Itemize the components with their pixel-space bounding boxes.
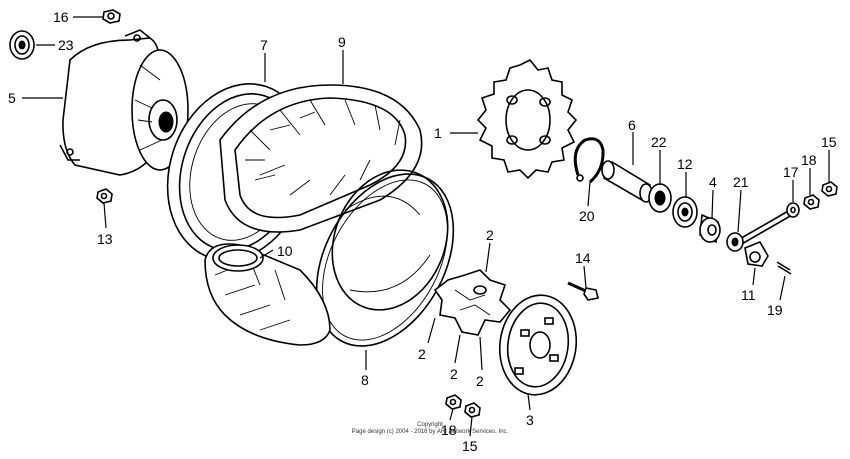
- callout-1: 1: [434, 125, 442, 141]
- seal-part: [672, 196, 698, 228]
- callout-18b: 18: [441, 422, 457, 438]
- callout-20: 20: [579, 208, 595, 224]
- tire-lower-part: [204, 243, 331, 346]
- drum-part: [498, 294, 578, 396]
- callout-2c: 2: [450, 366, 458, 382]
- callout-11: 11: [741, 287, 756, 303]
- sprocket-part: [476, 58, 578, 180]
- bottom-nuts-part: [445, 394, 481, 418]
- callout-12: 12: [677, 156, 693, 172]
- callout-23: 23: [58, 37, 74, 53]
- callout-9: 9: [338, 34, 346, 50]
- tire-part: [219, 84, 423, 233]
- bearing-part: [9, 30, 35, 60]
- cotter-pin-part: [776, 261, 792, 275]
- callout-6: 6: [628, 117, 636, 133]
- callout-4: 4: [709, 174, 717, 190]
- callout-2a: 2: [486, 227, 494, 243]
- callout-2b: 2: [418, 346, 426, 362]
- callout-5: 5: [8, 90, 16, 106]
- callout-16: 16: [53, 9, 69, 25]
- collar-part: [601, 160, 653, 203]
- bearing-22-part: [648, 183, 672, 213]
- nut-18-part: [803, 194, 820, 210]
- small-nut-part: [96, 188, 113, 204]
- hub-part: [59, 29, 189, 176]
- rim-inner-part: [331, 169, 449, 311]
- copyright-line-1: Copyright: [417, 422, 443, 428]
- callout-22: 22: [651, 134, 667, 150]
- callout-8: 8: [361, 372, 369, 388]
- copyright-line-2: Page design (c) 2004 - 2016 by ARI Netwo…: [351, 429, 509, 435]
- nut-part: [102, 9, 121, 24]
- leader-lines: [22, 16, 830, 437]
- callout-17: 17: [783, 164, 799, 180]
- callout-14: 14: [575, 250, 591, 266]
- callout-3: 3: [526, 412, 534, 428]
- callout-19: 19: [767, 302, 783, 318]
- callout-2d: 2: [476, 373, 484, 389]
- axle-part: [726, 209, 793, 252]
- copyright-notice: Copyright Page design (c) 2004 - 2016 by…: [330, 422, 530, 436]
- circlip-part: [573, 137, 605, 184]
- nut-15-part: [821, 181, 838, 197]
- axle-nut-part: [744, 240, 769, 267]
- callout-7: 7: [260, 37, 268, 53]
- callout-18a: 18: [801, 152, 817, 168]
- bolt-part: [567, 281, 599, 301]
- callout-labels: 1 2 2 2 2 3 4 5 6 7 8 9 10 11 12 13 14 1…: [8, 9, 837, 454]
- callout-15b: 15: [462, 438, 478, 454]
- callout-13: 13: [97, 231, 113, 247]
- callout-15a: 15: [821, 134, 837, 150]
- callout-10: 10: [277, 243, 293, 259]
- spacer-part: [699, 213, 721, 244]
- washer-part: [786, 202, 800, 218]
- callout-21: 21: [733, 174, 749, 190]
- damper-part: [433, 269, 512, 336]
